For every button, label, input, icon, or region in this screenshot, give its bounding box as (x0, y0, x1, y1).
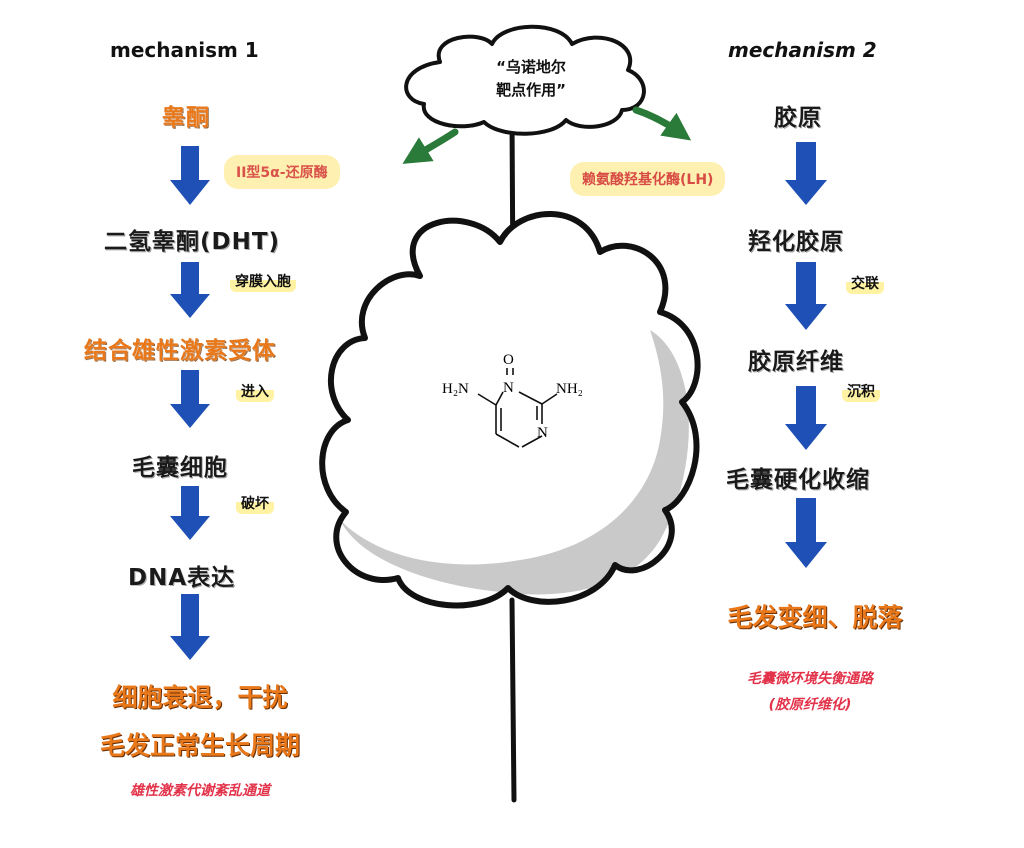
m2-annotation-crosslink: 交联 (846, 272, 884, 294)
m2-footer-line1: 毛囊微环境失衡通路 (747, 671, 873, 687)
top-cloud-line2: 靶点作用” (496, 81, 566, 99)
mechanism2-title: mechanism 2 (728, 38, 877, 62)
m1-step-testosterone: 睾酮 (162, 105, 210, 131)
flow-arrow-m1-5 (170, 594, 210, 660)
m2-step-follicle-sclerosis: 毛囊硬化收缩 (726, 467, 870, 493)
m2-step-collagen-fiber: 胶原纤维 (748, 349, 844, 375)
m2-footer: 毛囊微环境失衡通路 (胶原纤维化) (680, 666, 940, 718)
pointer-arrow-right (632, 106, 692, 141)
flow-arrow-m1-1 (170, 146, 210, 205)
atom-amine-left: H₂N (442, 381, 469, 397)
flow-arrow-m2-2 (785, 262, 827, 330)
m1-step-follicle-cell: 毛囊细胞 (132, 455, 228, 481)
flow-arrow-m2-4 (785, 498, 827, 568)
m1-annotation-enter: 进入 (236, 380, 274, 402)
m1-annotation-enter-cell: 穿膜入胞 (230, 270, 296, 292)
atom-amine-right: NH₂ (556, 381, 583, 397)
m2-footer-line2: (胶原纤维化) (768, 697, 852, 713)
m1-footer: 雄性激素代谢紊乱通道 (130, 783, 270, 799)
pointer-arrow-left (402, 128, 459, 164)
flow-arrow-m1-3 (170, 370, 210, 428)
atom-oxygen: O (503, 352, 514, 368)
top-cloud-line1: “乌诺地尔 (496, 58, 566, 76)
m2-step-hydroxy-collagen: 羟化胶原 (748, 229, 844, 255)
top-cloud-text: “乌诺地尔 靶点作用” (456, 56, 606, 102)
flow-arrow-m2-1 (785, 142, 827, 205)
flow-arrow-m1-4 (170, 486, 210, 540)
m1-step-bind-receptor: 结合雄性激素受体 (84, 338, 276, 364)
atom-ring-n-right: N (537, 425, 548, 441)
m1-result-line2: 毛发正常生长周期 (99, 731, 300, 760)
m2-annotation-deposit: 沉积 (842, 380, 880, 402)
m1-step-dna: DNA表达 (128, 565, 236, 591)
flow-arrow-m2-3 (785, 386, 827, 450)
m1-annotation-destroy: 破坏 (236, 492, 274, 514)
atom-ring-n-top: N (503, 380, 514, 396)
m1-result: 细胞衰退，干扰 毛发正常生长周期 (40, 674, 360, 770)
m2-result: 毛发变细、脱落 (727, 603, 903, 632)
flow-arrow-m1-2 (170, 262, 210, 318)
m2-step-collagen: 胶原 (774, 105, 822, 131)
m1-result-line1: 细胞衰退，干扰 (112, 683, 288, 712)
mechanism1-enzyme-pill: II型5α-还原酶 (224, 155, 340, 189)
mechanism1-title: mechanism 1 (110, 38, 259, 62)
m1-step-dht: 二氢睾酮(DHT) (104, 229, 281, 255)
mechanism2-enzyme-pill: 赖氨酸羟基化酶(LH) (570, 162, 726, 196)
